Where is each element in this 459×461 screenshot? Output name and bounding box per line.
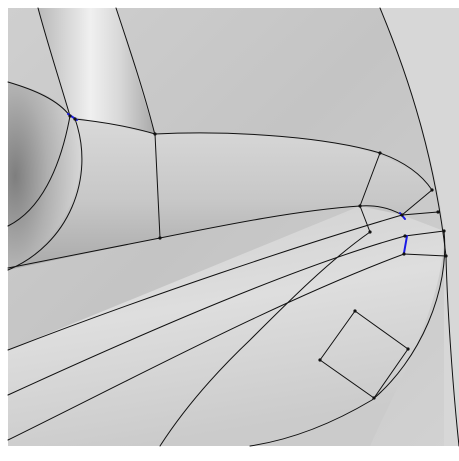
vertex[interactable] [73,117,77,121]
vertex[interactable] [68,114,72,118]
surface-left-body [8,82,81,270]
edge-tip-inner-1[interactable] [359,205,371,233]
vertex[interactable] [318,358,322,362]
edge-lower-divider-1[interactable] [354,310,409,350]
vertex[interactable] [153,132,157,136]
vertex[interactable] [158,236,162,240]
surface-vertical-tube [38,8,155,135]
edge-arm-tip-divider[interactable] [359,152,381,207]
vertex[interactable] [430,188,434,192]
edge-sweep-outer[interactable] [249,230,446,447]
vertex[interactable] [442,229,446,233]
vertex[interactable] [403,234,407,238]
vertex[interactable] [358,204,362,208]
vertex[interactable] [378,151,382,155]
edge-sweep-1[interactable] [7,214,403,351]
edge-sweep-inner[interactable] [159,231,371,447]
edge-sweep-3[interactable] [7,253,405,441]
vertex-group [68,114,448,400]
vertex[interactable] [353,309,357,313]
edge-tube-left[interactable] [37,7,71,117]
edge-tip-arc-3[interactable] [404,230,445,237]
edge-tip-arc-4[interactable] [403,253,447,257]
edge-group [7,7,459,447]
edge-left-outer-top[interactable] [7,81,71,117]
edge-arm-top-left[interactable] [74,118,156,135]
edge-lower-divider-2[interactable] [319,359,375,399]
vertex[interactable] [372,396,376,400]
vertex[interactable] [406,347,410,351]
surface-right-band [380,8,459,446]
surface-arm [8,118,432,270]
vertex[interactable] [368,230,372,234]
edge-tube-right[interactable] [115,7,156,136]
edge-lower-link-1[interactable] [319,310,356,361]
edge-arm-top[interactable] [154,132,433,191]
edge-left-loop-inner[interactable] [7,118,83,271]
edge-left-loop-outer[interactable] [7,115,71,227]
edge-sweep-2[interactable] [7,235,406,396]
vertex[interactable] [402,252,406,256]
edge-tip-arc-1[interactable] [401,189,433,216]
edge-tip-arc-2[interactable] [401,211,439,216]
vertex[interactable] [400,213,404,217]
selected-edge-tip-lower[interactable] [403,235,408,254]
edge-arm-bottom[interactable] [7,205,403,269]
edge-arm-mid-divider[interactable] [154,133,161,239]
vertex[interactable] [436,210,440,214]
edge-lower-link-2[interactable] [373,348,409,399]
vertex[interactable] [444,254,448,258]
